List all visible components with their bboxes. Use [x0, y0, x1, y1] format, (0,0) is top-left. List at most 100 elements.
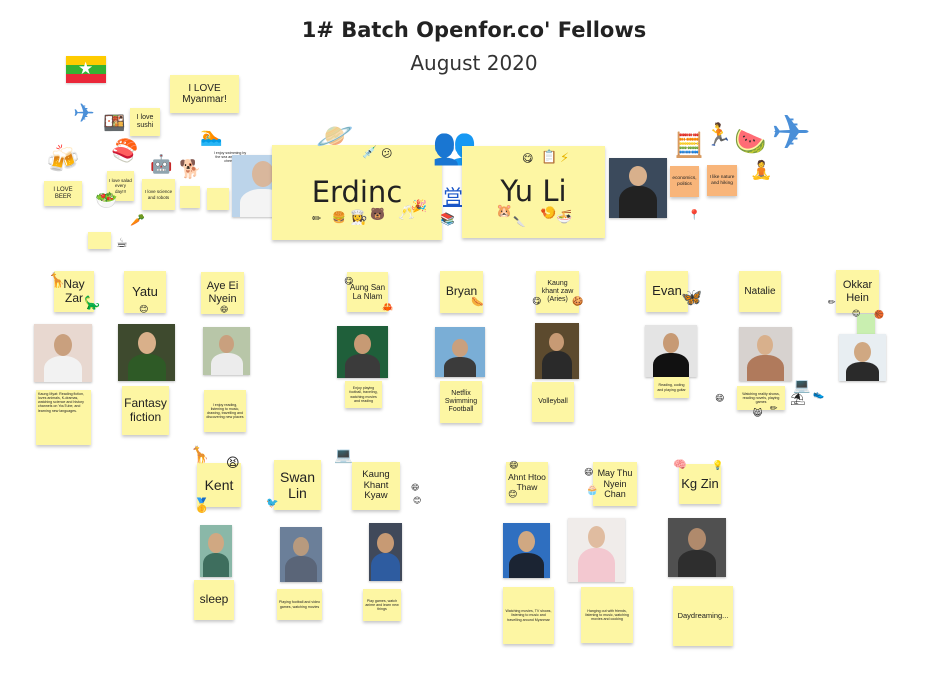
sticky-economics[interactable]: economics, politics — [670, 166, 699, 197]
sticky-blank-3[interactable] — [88, 232, 111, 249]
airplane-icon: ✈ — [73, 98, 95, 128]
fellow-name: Okkar Hein — [842, 278, 873, 304]
fellow-note: Volleyball — [538, 397, 568, 405]
shrimp-icon: 🍤 — [540, 205, 557, 220]
sticky-okkar-name[interactable]: Okkar Hein — [836, 270, 879, 313]
sushi-icon: 🍣 — [111, 138, 139, 163]
burger-icon: 🍔 — [332, 212, 346, 224]
sticky-natalie-note[interactable]: Watching reality shows, reading novels, … — [737, 386, 785, 410]
board-subtitle: August 2020 — [410, 51, 538, 75]
natalie-photo — [739, 327, 792, 381]
laptop-icon: 💻 — [793, 377, 811, 393]
nayzar-photo — [34, 324, 92, 382]
sticky-text: economics, politics — [672, 175, 697, 187]
emoji-face-icon: 😄 — [411, 483, 420, 492]
sticky-erdinc[interactable]: Erdinc — [272, 145, 442, 240]
emoji-face-icon: 😋 — [344, 276, 354, 286]
emoji-face-icon: 😄 — [509, 460, 519, 470]
dinosaur-icon: 🦕 — [84, 295, 101, 310]
beer-mugs-icon: 🍻 — [46, 144, 80, 174]
sticky-nayzar-note[interactable]: Kaung Myat: Reading fiction, loves anima… — [36, 390, 91, 445]
crab-icon: 🦀 — [382, 302, 394, 312]
sticky-maythu-note[interactable]: Hanging out with friends, listening to m… — [581, 587, 633, 643]
host-name: Erdinc — [311, 174, 403, 209]
umbrella-icon: ⛱ — [790, 392, 806, 406]
yatu-photo — [118, 324, 175, 381]
kent-photo — [200, 525, 232, 577]
sticky-ayeei-name[interactable]: Aye Ei Nyein — [201, 272, 244, 314]
sticky-natalie-name[interactable]: Natalie — [739, 271, 781, 312]
sticky-bryan-name[interactable]: Bryan — [440, 271, 483, 313]
sticky-evan-note[interactable]: Reading, coding and playing guitar — [654, 377, 689, 398]
hotdog-icon: 🌭 — [471, 297, 484, 308]
sticky-evan-name[interactable]: Evan — [646, 271, 688, 312]
emoji-face-icon: 😊 — [508, 489, 518, 499]
sticky-aung-name[interactable]: Aung San La Nlam — [347, 272, 388, 312]
board-title: 1# Batch Openfor.co' Fellows — [301, 18, 647, 42]
sticky-kent-note[interactable]: sleep — [194, 580, 234, 620]
emoji-face-icon: 😋 — [532, 296, 542, 306]
lightning-icon: ⚡ — [560, 150, 570, 165]
sticky-love-myanmar[interactable]: I LOVE Myanmar! — [170, 75, 239, 113]
fellow-name: Ahnt Htoo Thaw — [508, 471, 546, 492]
fellow-note: Play games, watch anime and learn new th… — [365, 598, 399, 612]
emoji-face-icon: 😫 — [226, 455, 240, 470]
fellow-note: Netflix Swimming Football — [444, 389, 478, 414]
coffee-icon: ☕ — [116, 235, 128, 250]
sticky-maythu-name[interactable]: May Thu Nyein Chan — [593, 462, 637, 506]
fellow-note: Enjoy playing football, traveling, watch… — [349, 386, 378, 403]
sticky-love-sushi[interactable]: I love sushi — [130, 108, 160, 136]
fellow-note: sleep — [199, 592, 229, 607]
fellow-name: Aye Ei Nyein — [206, 280, 239, 305]
knife-icon: 🔪 — [513, 217, 526, 228]
fellow-note: Fantasy fiction — [124, 395, 167, 424]
sticky-text: I love science and robots — [144, 189, 173, 200]
sticky-ahnt-name[interactable]: Ahnt Htoo Thaw — [506, 462, 548, 503]
sticky-love-beer[interactable]: I LOVE BEER — [44, 181, 82, 206]
sticky-kgzin-note[interactable]: Daydreaming... — [673, 586, 733, 646]
sticky-love-veg[interactable]: I love salad every day!!! — [107, 171, 134, 201]
emoji-face-icon: 😄 — [715, 393, 725, 403]
sticky-text: I LOVE BEER — [53, 186, 73, 200]
party-icon: 🎉 — [412, 199, 427, 213]
sticky-kaungkhantkyaw-note[interactable]: Play games, watch anime and learn new th… — [363, 589, 401, 621]
emoji-face-icon: 😄 — [584, 467, 594, 477]
sticky-kent-name[interactable]: Kent — [197, 463, 241, 507]
sticky-kaungkhantkyaw-name[interactable]: Kaung Khant Kyaw — [352, 462, 400, 510]
sticky-kgzin-name[interactable]: Kg Zin — [679, 464, 721, 504]
sticky-swanlin-name[interactable]: Swan Lin — [274, 460, 321, 510]
sticky-kaungkhant-aries-name[interactable]: Kaung khant zaw (Aries) — [536, 271, 579, 313]
fellow-note: Reading, coding and playing guitar — [657, 383, 686, 392]
sticky-yuli[interactable]: Yu Li — [462, 146, 605, 238]
kanji-link[interactable]: 営 — [443, 187, 463, 209]
sticky-yatu-name[interactable]: Yatu — [124, 271, 166, 313]
fellow-note: Watching movies, TV shows, listening to … — [505, 609, 552, 622]
sticky-kaungkhant-aries-note[interactable]: Volleyball — [532, 382, 574, 422]
lightbulb-icon: 💡 — [712, 460, 724, 470]
sticky-love-robots[interactable]: I love science and robots — [142, 179, 175, 210]
kaungkhantkyaw-photo — [369, 523, 402, 581]
sticky-blank-1[interactable] — [180, 186, 200, 208]
dog-icon: 🐕 — [179, 159, 202, 179]
aung-photo — [337, 326, 388, 378]
sticky-aung-note[interactable]: Enjoy playing football, traveling, watch… — [345, 381, 382, 408]
fellow-note: Watching reality shows, reading novels, … — [742, 391, 780, 405]
sticky-nayzar-name[interactable]: Nay Zar — [54, 271, 94, 312]
fellow-name: Aung San La Nlam — [349, 282, 386, 301]
swanlin-photo — [280, 527, 322, 582]
fellow-note: Hanging out with friends, listening to m… — [585, 608, 629, 622]
sticky-ahnt-note[interactable]: Watching movies, TV shows, listening to … — [503, 587, 554, 644]
sticky-okkar-green[interactable] — [857, 314, 875, 336]
bento-icon: 🍱 — [103, 113, 126, 133]
sticky-bryan-note[interactable]: Netflix Swimming Football — [440, 381, 482, 423]
sticky-ayeei-note[interactable]: I enjoy reading, listening to music, dra… — [204, 390, 246, 432]
sticky-swanlin-note[interactable]: Playing football and video games, watchi… — [277, 589, 322, 620]
fellow-name: Kg Zin — [681, 475, 719, 491]
fellow-name: May Thu Nyein Chan — [597, 468, 633, 500]
sticky-nature[interactable]: I like nature and hiking — [707, 165, 737, 196]
abacus-icon: 🧮 — [674, 132, 704, 159]
fellow-name: Swan Lin — [279, 468, 316, 501]
emoji-face-icon: 😊 — [413, 496, 422, 505]
sticky-blank-2[interactable] — [207, 188, 229, 210]
sticky-yatu-note[interactable]: Fantasy fiction — [122, 386, 169, 435]
